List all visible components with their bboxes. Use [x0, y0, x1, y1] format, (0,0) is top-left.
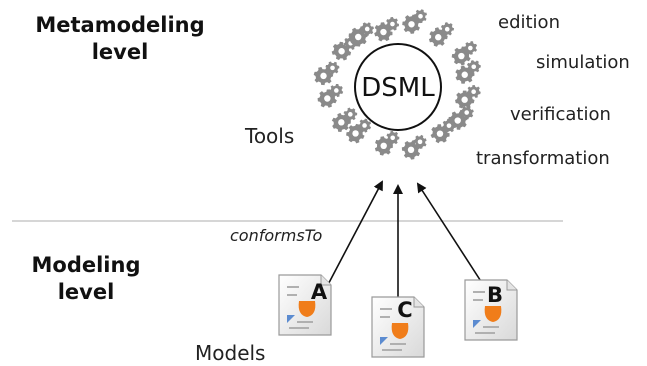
modeling-line-2: level	[57, 280, 115, 305]
dsml-circle	[354, 43, 442, 131]
model-document-a: A	[278, 274, 332, 336]
gear-hole	[461, 71, 468, 78]
gear-hole	[324, 95, 331, 102]
gear-hole	[330, 65, 335, 71]
gear-hole	[444, 26, 450, 32]
gear-hole	[436, 130, 444, 137]
gear-hole	[464, 110, 470, 115]
model-letter: A	[311, 280, 328, 304]
gear-hole	[390, 21, 395, 27]
model-blob-icon	[391, 323, 409, 339]
model-document-b: B	[464, 279, 518, 341]
metamodeling-level-label: Metamodeling level	[20, 12, 220, 67]
model-blob-icon	[298, 301, 316, 317]
model-corner-icon	[380, 337, 388, 345]
gear-hole	[408, 21, 415, 28]
gear-hole	[417, 139, 423, 145]
tool-transformation: transformation	[476, 148, 610, 169]
gear-hole	[338, 48, 345, 55]
model-letter: B	[487, 283, 503, 307]
gear-hole	[454, 117, 461, 124]
tool-edition: edition	[498, 12, 560, 33]
gear-hole	[352, 130, 359, 137]
model-document-c: C	[371, 296, 425, 358]
gear-hole	[390, 135, 395, 141]
modeling-line-1: Modeling	[31, 253, 141, 277]
models-label: Models	[195, 341, 266, 365]
model-corner-icon	[287, 315, 295, 323]
gear-hole	[446, 123, 452, 128]
gear-hole	[364, 26, 370, 32]
tools-label: Tools	[245, 124, 295, 148]
conforms-to-label: conformsTo	[230, 226, 323, 245]
gear-hole	[418, 13, 423, 19]
model-blob-icon	[484, 306, 502, 322]
dsml-label: DSML	[361, 73, 435, 103]
gear-hole	[362, 123, 367, 128]
model-letter: C	[397, 298, 412, 322]
gear-hole	[380, 142, 387, 150]
conforms-arrow-b	[416, 182, 485, 287]
gear-hole	[380, 28, 387, 36]
gear-hole	[355, 33, 362, 41]
gear-hole	[471, 89, 476, 95]
metamodeling-line-2: level	[91, 40, 149, 65]
gear-hole	[435, 34, 442, 41]
gear-hole	[458, 52, 465, 60]
model-corner-icon	[473, 320, 481, 328]
gear-ring	[313, 8, 483, 163]
gear-hole	[348, 112, 353, 117]
metamodeling-line-1: Metamodeling	[35, 13, 205, 37]
tool-verification: verification	[510, 104, 611, 125]
tool-simulation: simulation	[536, 52, 630, 73]
gear-hole	[468, 45, 473, 51]
gear-hole	[320, 72, 327, 80]
gear-hole	[461, 96, 468, 103]
gear-hole	[471, 64, 477, 70]
gear-hole	[338, 119, 345, 126]
modeling-level-label: Modeling level	[16, 252, 156, 307]
gear-hole	[334, 88, 339, 93]
gear-hole	[407, 146, 415, 154]
conforms-arrow-a	[321, 180, 383, 297]
